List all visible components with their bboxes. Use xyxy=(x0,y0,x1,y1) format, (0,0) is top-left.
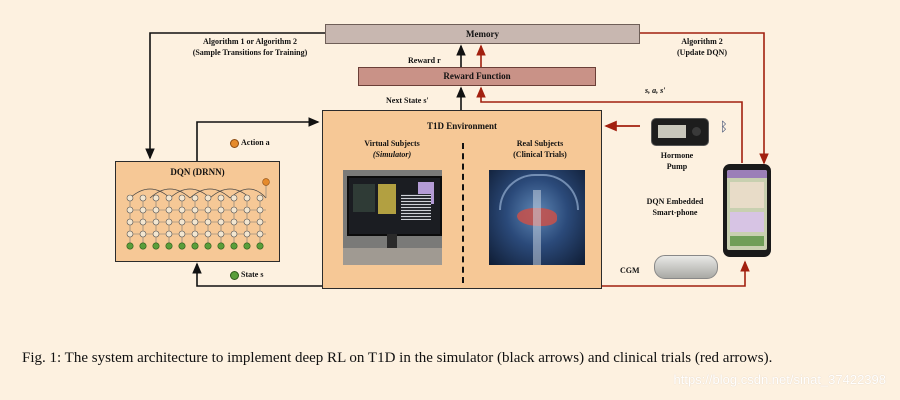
algorithm-left-line2: (Sample Transitions for Training) xyxy=(192,48,308,57)
sas-label: s, a, s′ xyxy=(645,86,666,95)
algorithm-right-label: Algorithm 2 (Update DQN) xyxy=(652,36,752,58)
arrow-memory-to-dqn xyxy=(145,32,325,160)
clinical-trials-photo xyxy=(489,170,585,265)
algorithm-right-line1: Algorithm 2 xyxy=(681,37,723,46)
smartphone-line2: Smart-phone xyxy=(652,208,698,217)
cgm-device xyxy=(654,255,718,279)
reward-r-label: Reward r xyxy=(408,56,441,65)
hormone-pump-line2: Pump xyxy=(666,162,688,171)
smartphone-line1: DQN Embedded xyxy=(646,197,704,206)
cgm-label: CGM xyxy=(620,266,640,275)
app-header xyxy=(727,170,767,178)
app-footer xyxy=(730,236,764,246)
monitor-code-panel xyxy=(353,184,375,212)
dqn-title: DQN (DRNN) xyxy=(170,167,225,177)
algorithm-right-line2: (Update DQN) xyxy=(677,48,727,57)
dqn-box: DQN (DRNN) xyxy=(115,161,280,262)
environment-divider xyxy=(462,143,464,283)
arrow-state xyxy=(192,262,322,287)
environment-title: T1D Environment xyxy=(426,121,498,131)
rnn-network-diagram xyxy=(126,178,270,250)
hormone-pump-line1: Hormone xyxy=(660,151,694,160)
app-chart xyxy=(730,182,764,208)
virtual-subjects-line1: Virtual Subjects xyxy=(364,139,420,148)
red-arrow-sas xyxy=(476,86,743,163)
bluetooth-icon: ᛒ xyxy=(720,120,728,135)
state-label: State s xyxy=(241,270,264,279)
t1d-environment-box: T1D Environment Virtual Subjects (Simula… xyxy=(322,110,602,289)
virtual-subjects-line2: (Simulator) xyxy=(372,150,412,159)
algorithm-left-line1: Algorithm 1 or Algorithm 2 xyxy=(202,37,298,46)
app-panel xyxy=(730,212,764,232)
hormone-pump-device xyxy=(651,118,709,146)
real-subjects-label: Real Subjects (Clinical Trials) xyxy=(485,138,595,160)
next-state-label: Next State s′ xyxy=(386,96,429,105)
simulator-photo xyxy=(343,170,442,265)
memory-box: Memory xyxy=(325,24,640,44)
hormone-pump-label: Hormone Pump xyxy=(642,150,712,172)
spine xyxy=(533,190,541,265)
monitor-stand xyxy=(387,234,397,248)
monitor-chart-panel xyxy=(378,184,396,214)
real-subjects-line1: Real Subjects xyxy=(516,139,564,148)
smartphone-label: DQN Embedded Smart-phone xyxy=(630,196,720,218)
desk xyxy=(343,248,442,265)
real-subjects-line2: (Clinical Trials) xyxy=(513,150,567,159)
virtual-subjects-label: Virtual Subjects (Simulator) xyxy=(333,138,451,160)
watermark: https://blog.csdn.net/sinat_37422398 xyxy=(673,372,887,387)
arrow-action xyxy=(196,117,320,161)
pump-screen xyxy=(658,125,686,138)
monitor-grid-panel xyxy=(401,194,431,220)
state-dot xyxy=(230,271,239,280)
red-arrow-cgm xyxy=(600,260,750,287)
action-label: Action a xyxy=(241,138,270,147)
smartphone-device xyxy=(723,164,771,257)
red-arrow-update-dqn xyxy=(638,32,769,165)
algorithm-left-label: Algorithm 1 or Algorithm 2 (Sample Trans… xyxy=(160,36,340,58)
reward-function-box: Reward Function xyxy=(358,67,596,86)
smartphone-screen xyxy=(727,170,767,250)
action-dot xyxy=(230,139,239,148)
figure-caption: Fig. 1: The system architecture to imple… xyxy=(22,350,773,366)
pump-button xyxy=(692,127,701,136)
